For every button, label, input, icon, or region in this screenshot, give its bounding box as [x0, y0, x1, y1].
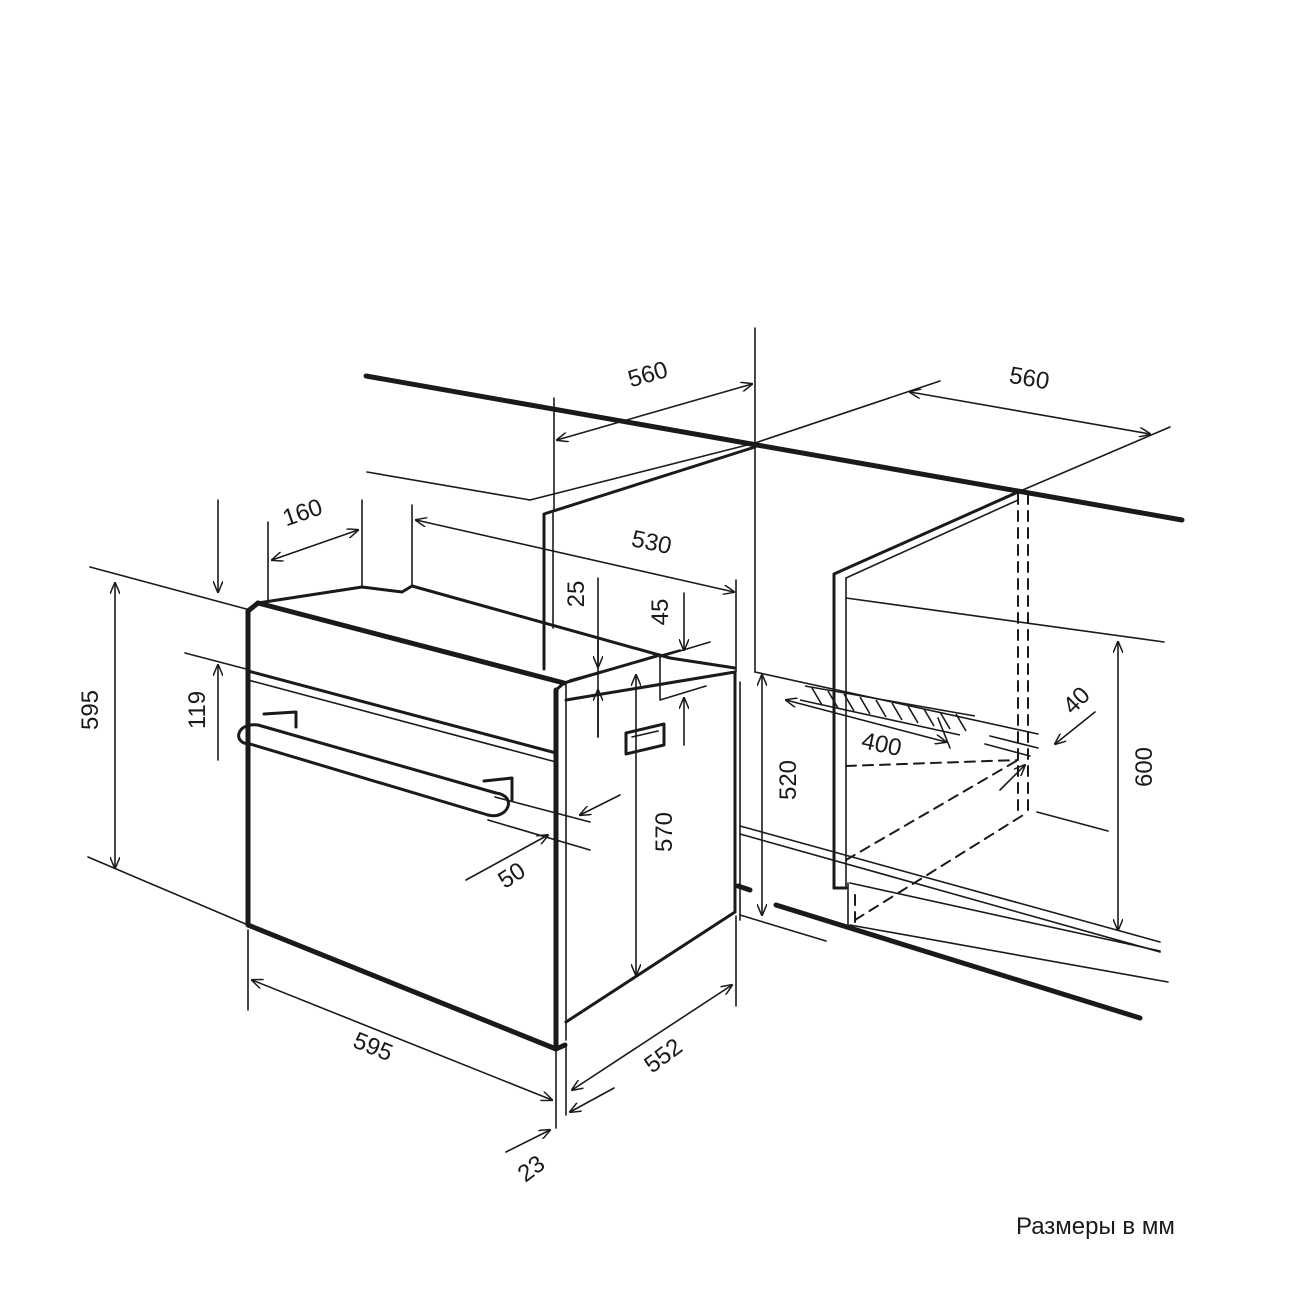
dim-top-depth: 530	[629, 525, 674, 560]
units-note: Размеры в мм	[1016, 1213, 1175, 1240]
dim-niche-depth-right: 560	[1007, 362, 1051, 396]
dim-niche-depth-left: 560	[625, 356, 671, 393]
dim-top-gap-45: 45	[647, 599, 674, 626]
dim-niche-inner-height: 520	[775, 760, 802, 800]
dim-top-gap-25: 25	[563, 581, 590, 608]
dim-oven-height: 595	[77, 690, 104, 730]
oven	[87, 499, 737, 1052]
dim-body-height: 570	[651, 812, 678, 852]
dim-body-depth: 552	[639, 1033, 687, 1079]
cabinet-niche	[363, 327, 1185, 1021]
dim-vent-length: 400	[859, 727, 904, 762]
dim-panel-height: 119	[184, 691, 211, 729]
dim-oven-width: 595	[349, 1027, 396, 1067]
dimension-lines	[89, 384, 1150, 1153]
dim-top-back-offset: 160	[279, 494, 326, 533]
dim-vent-depth: 40	[1058, 682, 1096, 720]
dim-front-thickness: 23	[513, 1150, 551, 1188]
dim-niche-height: 600	[1131, 747, 1158, 787]
